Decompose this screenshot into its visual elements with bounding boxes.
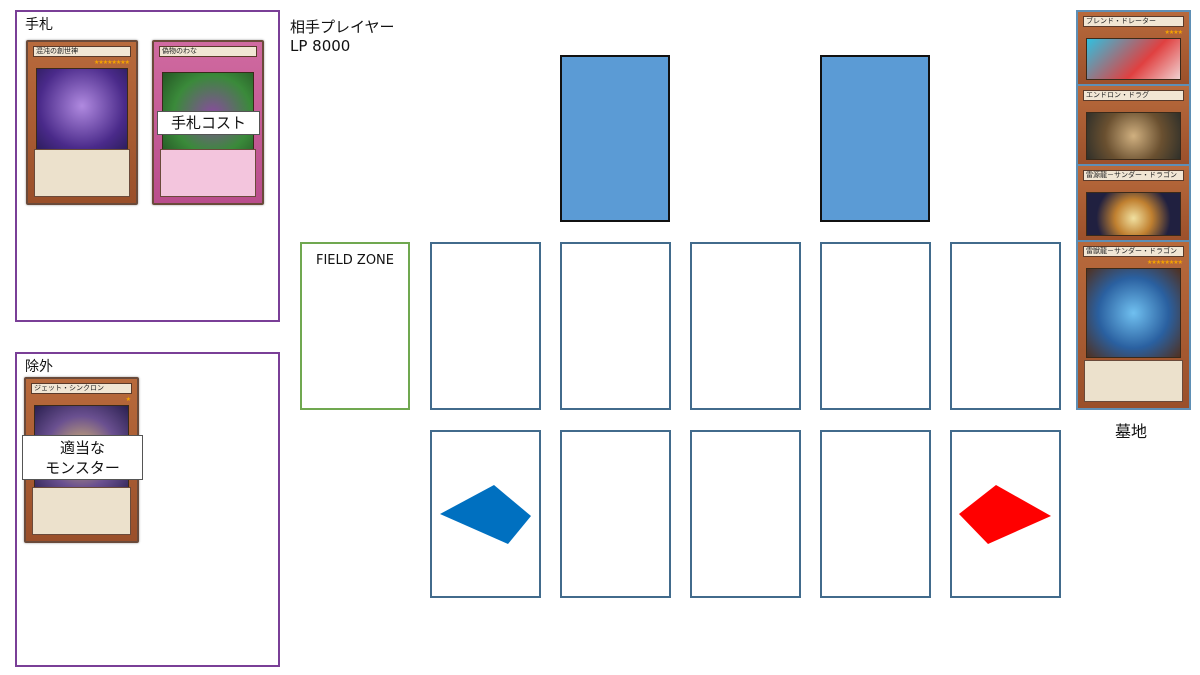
graveyard-label: 墓地: [1115, 422, 1148, 441]
monster-zone-2[interactable]: [560, 242, 671, 410]
red-pendulum-marker-icon: [959, 485, 1051, 544]
spell-trap-zone-4[interactable]: [820, 430, 931, 598]
card-textbox: [1084, 360, 1183, 402]
card-stars: ★★★★★★★★: [93, 59, 130, 66]
card-textbox: [32, 487, 131, 535]
hand-card-1[interactable]: 混沌の創世神 ★★★★★★★★: [26, 40, 138, 205]
card-stars: ★★★★★★★★: [1146, 259, 1183, 266]
card-textbox: [160, 149, 256, 197]
card-artwork: [1086, 112, 1181, 160]
card-stars: ★★★★: [1164, 29, 1182, 36]
card-name: エンドロン・ドラグ: [1083, 90, 1184, 101]
opponent-lp: LP 8000: [290, 37, 351, 55]
card-artwork: [1086, 268, 1181, 358]
spell-trap-zone-2[interactable]: [560, 430, 671, 598]
opponent-name: 相手プレイヤー: [290, 18, 395, 36]
card-artwork: [36, 68, 128, 162]
banished-title: 除外: [25, 359, 53, 375]
monster-zone-4[interactable]: [820, 242, 931, 410]
opponent-card-1[interactable]: [560, 55, 670, 222]
opponent-card-2[interactable]: [820, 55, 930, 222]
banished-panel: 除外: [15, 352, 280, 667]
hand-title: 手札: [25, 17, 53, 33]
field-zone[interactable]: FIELD ZONE: [300, 242, 410, 410]
spell-trap-zone-3[interactable]: [690, 430, 801, 598]
graveyard-card-2[interactable]: エンドロン・ドラグ: [1076, 84, 1191, 170]
blue-pendulum-marker-icon: [440, 485, 531, 544]
monster-zone-5[interactable]: [950, 242, 1061, 410]
field-zone-label: FIELD ZONE: [316, 253, 394, 268]
card-name: 偽物のわな: [159, 46, 257, 57]
card-artwork: [1086, 38, 1181, 80]
graveyard-card-3[interactable]: 雷源龍－サンダー・ドラゴン: [1076, 164, 1191, 246]
banished-note-line1: 適当な: [59, 439, 105, 457]
card-name: 雷源龍－サンダー・ドラゴン: [1083, 170, 1184, 181]
hand-cost-label: 手札コスト: [157, 111, 260, 135]
banished-note: 適当な モンスター: [22, 435, 143, 480]
card-name: ブレンド・ドレーター: [1083, 16, 1184, 27]
graveyard-card-1[interactable]: ブレンド・ドレーター ★★★★: [1076, 10, 1191, 90]
card-name: 雷獣龍－サンダー・ドラゴン: [1083, 246, 1184, 257]
banished-note-line2: モンスター: [45, 459, 120, 477]
card-name: 混沌の創世神: [33, 46, 131, 57]
card-artwork: [1086, 192, 1181, 236]
graveyard-card-4[interactable]: 雷獣龍－サンダー・ドラゴン ★★★★★★★★: [1076, 240, 1191, 410]
card-stars: ★: [125, 396, 131, 403]
card-name: ジェット・シンクロン: [31, 383, 132, 394]
monster-zone-3[interactable]: [690, 242, 801, 410]
monster-zone-1[interactable]: [430, 242, 541, 410]
card-textbox: [34, 149, 130, 197]
hand-panel: 手札: [15, 10, 280, 322]
